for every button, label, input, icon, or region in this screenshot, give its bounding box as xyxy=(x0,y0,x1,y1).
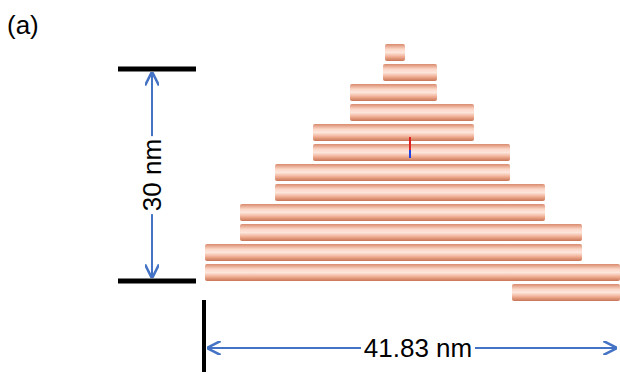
blue-marker xyxy=(409,150,411,158)
helix-cylinder xyxy=(512,284,620,301)
dimension-bar xyxy=(118,279,196,284)
dimension-label: 30 nm xyxy=(139,136,165,214)
helix-cylinder xyxy=(350,84,437,101)
helix-cylinder xyxy=(350,104,474,121)
helix-bundle xyxy=(205,44,620,301)
panel-label: (a) xyxy=(4,12,42,38)
dimension-label: 41.83 nm xyxy=(361,335,475,361)
helix-cylinder xyxy=(240,204,545,221)
helix-cylinder xyxy=(275,184,545,201)
helix-cylinder xyxy=(313,124,474,141)
helix-cylinder xyxy=(275,164,510,181)
helix-cylinder xyxy=(313,144,510,161)
helix-cylinder xyxy=(205,264,620,281)
helix-cylinder xyxy=(383,64,437,81)
helix-cylinder xyxy=(205,244,582,261)
dimension-bar xyxy=(202,300,206,372)
helix-cylinder xyxy=(240,224,582,241)
helix-cylinder xyxy=(385,44,405,61)
dimension-bar xyxy=(118,67,196,72)
red-marker xyxy=(409,137,411,150)
